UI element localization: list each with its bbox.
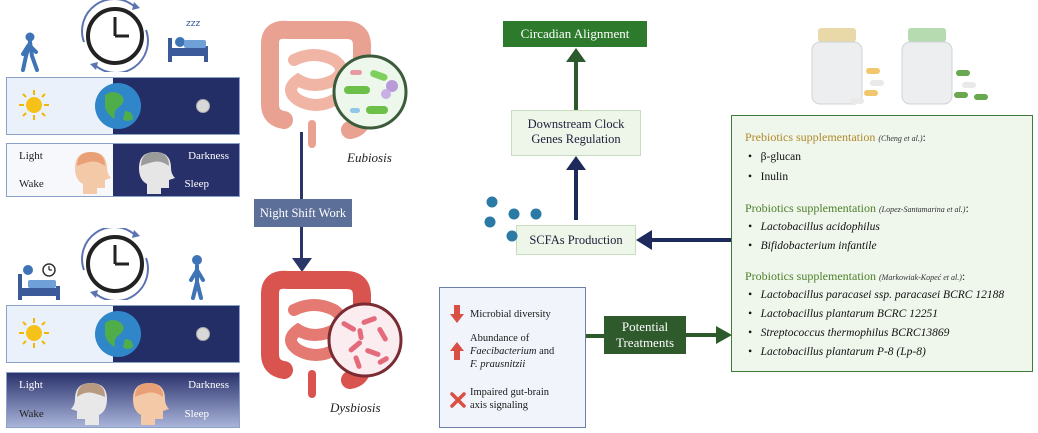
probiotic2-item-4: • Lactobacillus plantarum P-8 (Lp-8) bbox=[748, 346, 926, 358]
head-sleep-icon bbox=[139, 152, 175, 194]
dysbiosis-microbes-magnifier bbox=[327, 302, 403, 378]
light-label: Light bbox=[19, 379, 43, 391]
circadian-alignment-box: Circadian Alignment bbox=[503, 21, 647, 47]
probiotic-item-text: Lactobacillus plantarum BCRC 12251 bbox=[760, 308, 938, 320]
darkness-label: Darkness bbox=[188, 150, 229, 162]
darkness-label: Darkness bbox=[188, 379, 229, 391]
wake-label: Wake bbox=[19, 408, 44, 420]
head-awake-icon bbox=[75, 152, 111, 194]
probiotic-item-text: Lactobacillus paracasei ssp. paracasei B… bbox=[760, 289, 1005, 301]
faecibacterium-text: Faecibacterium bbox=[470, 346, 537, 357]
wake-label: Wake bbox=[19, 178, 44, 190]
prebiotics-cite: (Cheng et al.) bbox=[878, 134, 923, 143]
probiotic-item-text: Streptococcus thermophilus BCRC13869 bbox=[760, 327, 950, 339]
night-shift-box: Night Shift Work bbox=[254, 199, 352, 227]
sun-icon bbox=[19, 90, 49, 120]
probiotic1-item-2: • Bifidobacterium infantile bbox=[748, 240, 877, 252]
probiotic2-item-3: • Streptococcus thermophilus BCRC13869 bbox=[748, 327, 950, 339]
probiotics1-cite: (Lopez-Santamarina et al.) bbox=[879, 205, 966, 214]
treatments-panel: Prebiotics supplementation (Cheng et al.… bbox=[731, 115, 1033, 372]
sleeping-bed-icon: zzz bbox=[168, 19, 208, 62]
prebiotics-colon: : bbox=[922, 130, 926, 144]
sun-icon bbox=[19, 318, 49, 348]
prebiotics-title: Prebiotics supplementation bbox=[745, 130, 876, 144]
potential-line1: Potential bbox=[621, 319, 669, 334]
light-label: Light bbox=[19, 150, 43, 162]
abundance-line1: Abundance of bbox=[470, 333, 530, 344]
impaired-text: Impaired gut-brain axis signaling bbox=[470, 386, 549, 412]
probiotic-item-text: Bifidobacterium infantile bbox=[760, 240, 877, 252]
walking-person-icon bbox=[21, 32, 39, 72]
probiotics2-heading: Probiotics supplementation (Markowiak-Ko… bbox=[745, 269, 965, 284]
probiotics1-colon: : bbox=[965, 201, 969, 215]
and-text: and bbox=[536, 346, 555, 357]
sleep-label: Sleep bbox=[184, 408, 209, 420]
arrow-to-treatments-panel bbox=[686, 326, 732, 344]
arrow-down-icon bbox=[450, 305, 464, 323]
arrow-to-clock-genes bbox=[566, 156, 586, 220]
svg-text:zzz: zzz bbox=[186, 19, 200, 29]
probiotics2-cite: (Markowiak-Kopeć et al.) bbox=[879, 273, 962, 282]
abundance-text: Abundance of Faecibacterium and F. praus… bbox=[470, 332, 554, 371]
standing-person-icon bbox=[189, 255, 205, 300]
moon-icon bbox=[196, 99, 210, 113]
probiotic-item-text: Lactobacillus acidophilus bbox=[760, 221, 880, 233]
shift-arrow-line bbox=[300, 132, 303, 262]
impaired-line1: Impaired gut-brain bbox=[470, 387, 550, 398]
light-wake-panel-bottom: Light Wake Darkness Sleep bbox=[6, 372, 240, 428]
probiotics1-title: Probiotics supplementation bbox=[745, 201, 876, 215]
microbial-diversity-text: Microbial diversity bbox=[470, 309, 551, 320]
light-wake-panel-top: Light Wake Darkness Sleep bbox=[6, 143, 240, 197]
cross-icon bbox=[450, 392, 466, 408]
eubiosis-microbes-magnifier bbox=[332, 54, 408, 130]
moon-icon bbox=[196, 327, 210, 341]
sleep-label: Sleep bbox=[184, 178, 209, 190]
clock-icon bbox=[81, 0, 149, 72]
arrow-up-icon bbox=[450, 342, 464, 360]
head-awake-night-icon bbox=[133, 383, 169, 425]
probiotics2-colon: : bbox=[961, 269, 966, 283]
potential-treatments-box: Potential Treatments bbox=[604, 316, 686, 354]
supplement-bottles-illustration bbox=[811, 28, 988, 105]
earth-icon bbox=[95, 83, 141, 129]
connector-dysbiosis-to-treatment bbox=[584, 334, 604, 338]
probiotic2-item-1: • Lactobacillus paracasei ssp. paracasei… bbox=[748, 289, 1005, 301]
clock-genes-line1: Downstream Clock bbox=[527, 117, 625, 131]
prebiotics-heading: Prebiotics supplementation (Cheng et al.… bbox=[745, 130, 926, 145]
scfa-molecules-icon bbox=[484, 196, 542, 242]
prebiotic-item-1: • β-glucan bbox=[748, 151, 801, 163]
shift-arrow-head bbox=[292, 258, 312, 272]
dysbiosis-label: Dysbiosis bbox=[330, 400, 381, 415]
eubiosis-label: Eubiosis bbox=[347, 150, 392, 165]
arrow-treatments-to-scfa bbox=[636, 230, 732, 250]
impaired-line2: axis signaling bbox=[470, 400, 529, 411]
probiotic-item-text: Lactobacillus plantarum P-8 (Lp-8) bbox=[760, 346, 926, 358]
day-night-panel-bottom bbox=[6, 305, 240, 363]
clock-genes-line2: Genes Regulation bbox=[531, 132, 621, 146]
abundance-line2: Faecibacterium and bbox=[470, 345, 554, 358]
prebiotic-item-text: Inulin bbox=[760, 171, 789, 183]
earth-icon bbox=[95, 311, 141, 357]
scfa-production-box: SCFAs Production bbox=[516, 225, 636, 255]
arrow-to-circadian bbox=[566, 48, 586, 110]
head-tired-icon bbox=[71, 383, 107, 425]
day-night-panel-top bbox=[6, 77, 240, 135]
awake-in-bed-icon bbox=[18, 263, 60, 300]
probiotics1-heading: Probiotics supplementation (Lopez-Santam… bbox=[745, 201, 969, 216]
clock-genes-box: Downstream Clock Genes Regulation bbox=[511, 110, 641, 156]
probiotic1-item-1: • Lactobacillus acidophilus bbox=[748, 221, 880, 233]
potential-line2: Treatments bbox=[615, 335, 675, 350]
probiotic2-item-2: • Lactobacillus plantarum BCRC 12251 bbox=[748, 308, 938, 320]
probiotics2-title: Probiotics supplementation bbox=[745, 269, 876, 283]
prebiotic-item-text: β-glucan bbox=[760, 151, 801, 163]
prebiotic-item-2: • Inulin bbox=[748, 171, 789, 183]
prausnitzii-text: F. prausnitzii bbox=[470, 359, 526, 370]
clock-icon-night bbox=[81, 228, 149, 300]
dysbiosis-effects-box: Microbial diversity Abundance of Faeciba… bbox=[439, 287, 586, 428]
